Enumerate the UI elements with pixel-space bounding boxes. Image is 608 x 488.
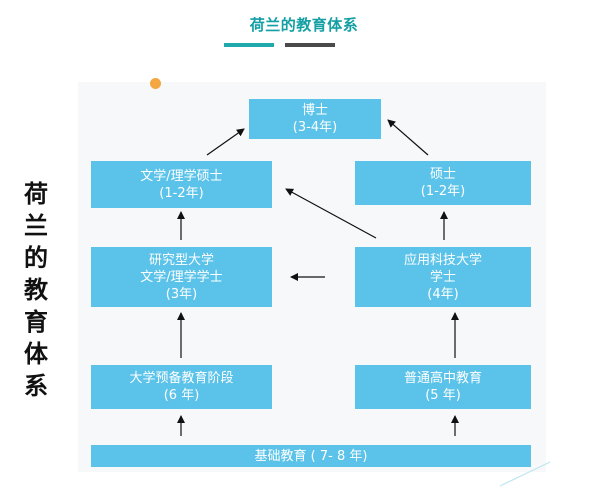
university-master-duration: (1-2年) <box>159 185 204 201</box>
side-title-char: 荷 <box>24 180 48 208</box>
havo-label: 普通高中教育 <box>403 371 482 386</box>
side-title-char: 的 <box>24 244 48 272</box>
arrow-icon <box>206 128 245 156</box>
phd-box: 博士 (3-4年) <box>249 99 381 139</box>
page-title: 荷兰的教育体系 <box>249 16 359 34</box>
side-title-char: 系 <box>24 372 48 400</box>
orange-dot-icon <box>150 78 161 89</box>
side-title-char: 育 <box>24 308 48 336</box>
hbo-master-label: 硕士 <box>429 167 456 182</box>
basic-education-box: 基础教育 ( 7- 8 年) <box>91 445 531 467</box>
phd-duration: (3-4年) <box>292 120 338 135</box>
hbo-master-duration: (1-2年) <box>420 184 466 199</box>
research-university-label: 研究型大学 <box>148 252 214 268</box>
university-master-box: 文学/理学硕士 (1-2年) <box>91 161 272 208</box>
side-title: 荷 兰 的 教 育 体 系 <box>16 178 56 402</box>
applied-bachelor-duration: (4年) <box>427 286 459 302</box>
applied-sciences-label: 应用科技大学 <box>403 252 482 268</box>
basic-education-label: 基础教育 ( 7- 8 年) <box>254 448 368 464</box>
havo-duration: (5 年) <box>425 388 461 403</box>
vwo-duration: (6 年) <box>163 388 200 403</box>
research-bachelor-duration: (3年) <box>165 286 198 302</box>
side-title-char: 体 <box>24 340 48 368</box>
applied-bachelor-label: 学士 <box>429 269 456 285</box>
title-underline-teal <box>224 43 274 47</box>
decorative-line <box>499 461 551 487</box>
arrow-icon <box>285 188 377 239</box>
phd-label: 博士 <box>301 103 328 118</box>
research-bachelor-label: 文学/理学学士 <box>140 269 223 285</box>
vwo-box: 大学预备教育阶段 (6 年) <box>91 365 272 409</box>
side-title-char: 兰 <box>24 212 48 240</box>
arrow-icon <box>387 119 429 156</box>
university-master-label: 文学/理学硕士 <box>140 168 223 184</box>
havo-box: 普通高中教育 (5 年) <box>355 365 531 409</box>
applied-sciences-bachelor-box: 应用科技大学 学士 (4年) <box>355 247 531 307</box>
vwo-label: 大学预备教育阶段 <box>129 371 234 386</box>
research-university-bachelor-box: 研究型大学 文学/理学学士 (3年) <box>91 247 272 307</box>
side-title-char: 教 <box>24 276 48 304</box>
title-underline-gray <box>285 43 335 47</box>
hbo-master-box: 硕士 (1-2年) <box>355 161 531 205</box>
